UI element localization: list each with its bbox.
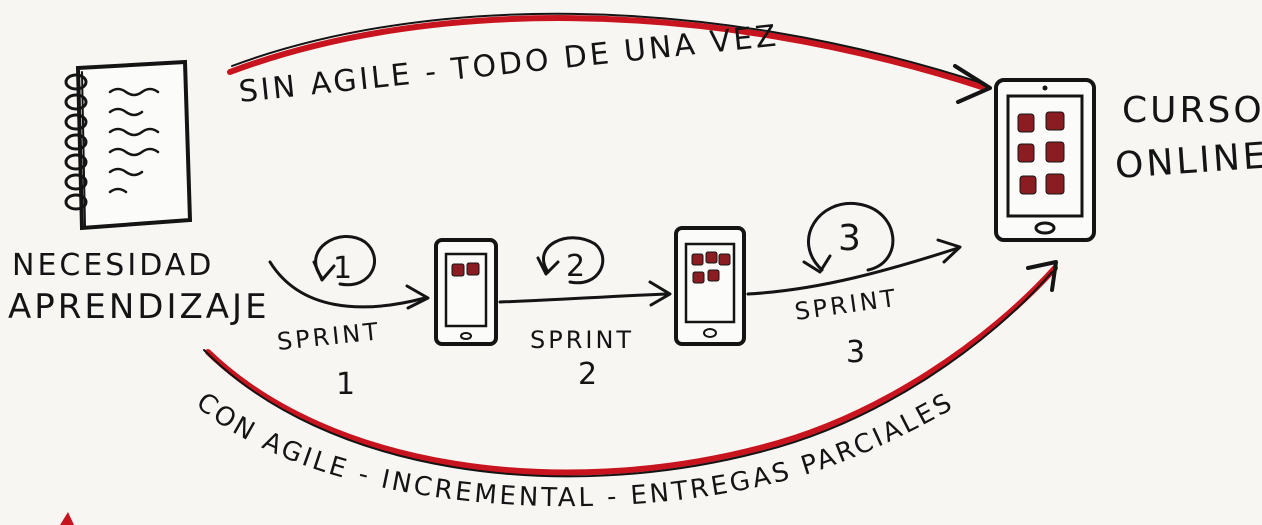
- bottom-arrow-label: CON AGILE - INCREMENTAL - ENTREGAS PARCI…: [191, 387, 960, 513]
- sprint-1-label-number: 1: [336, 367, 358, 402]
- target-label-line1: CURSO: [1122, 90, 1262, 131]
- sprint-3-cycle-arrow-icon: [802, 254, 832, 274]
- bottom-arrowhead-icon: [1026, 260, 1058, 292]
- sprint-3-arrowhead-icon: [936, 238, 962, 264]
- bottom-arrow-label-text: CON AGILE - INCREMENTAL - ENTREGAS PARCI…: [191, 387, 957, 513]
- sprint-1-cycle-arrow-icon: [312, 260, 336, 282]
- sprint-1-arrowhead-icon: [405, 284, 430, 310]
- sprint-2-cycle-arrow-icon: [536, 256, 560, 276]
- sprint-2-label: SPRINT: [530, 326, 634, 354]
- phone-sprint-1-icon: [434, 238, 498, 346]
- sprint-3-number: 3: [838, 218, 864, 259]
- sprint-2-number: 2: [566, 249, 588, 284]
- sprint-1-loop: 1: [268, 235, 430, 310]
- sprint-2-loop: 2: [498, 236, 672, 307]
- bottom-arrow: [203, 260, 1058, 478]
- target-label-line2: ONLINE: [1114, 135, 1262, 187]
- tablet-icon: [994, 78, 1096, 242]
- sprint-3-label-number: 3: [846, 335, 868, 370]
- sprint-1-number: 1: [333, 251, 355, 286]
- top-arrow-label: SIN AGILE - TODO DE UNA VEZ: [237, 18, 780, 110]
- source-label-line1: NECESIDAD: [12, 248, 214, 283]
- sprint-1-label: SPRINT: [276, 317, 382, 356]
- sprint-3-label: SPRINT: [793, 284, 900, 326]
- notebook-icon: [64, 59, 193, 231]
- sprint-3-loop: 3: [746, 201, 962, 296]
- red-mark: [60, 512, 74, 525]
- top-arrow: [227, 12, 992, 104]
- sprint-2-arrowhead-icon: [648, 280, 672, 307]
- source-label-line2: APRENDIZAJE: [8, 287, 270, 327]
- top-arrowhead-icon: [953, 64, 992, 104]
- phone-sprint-2-icon: [674, 226, 746, 346]
- sprint-2-label-number: 2: [578, 357, 600, 392]
